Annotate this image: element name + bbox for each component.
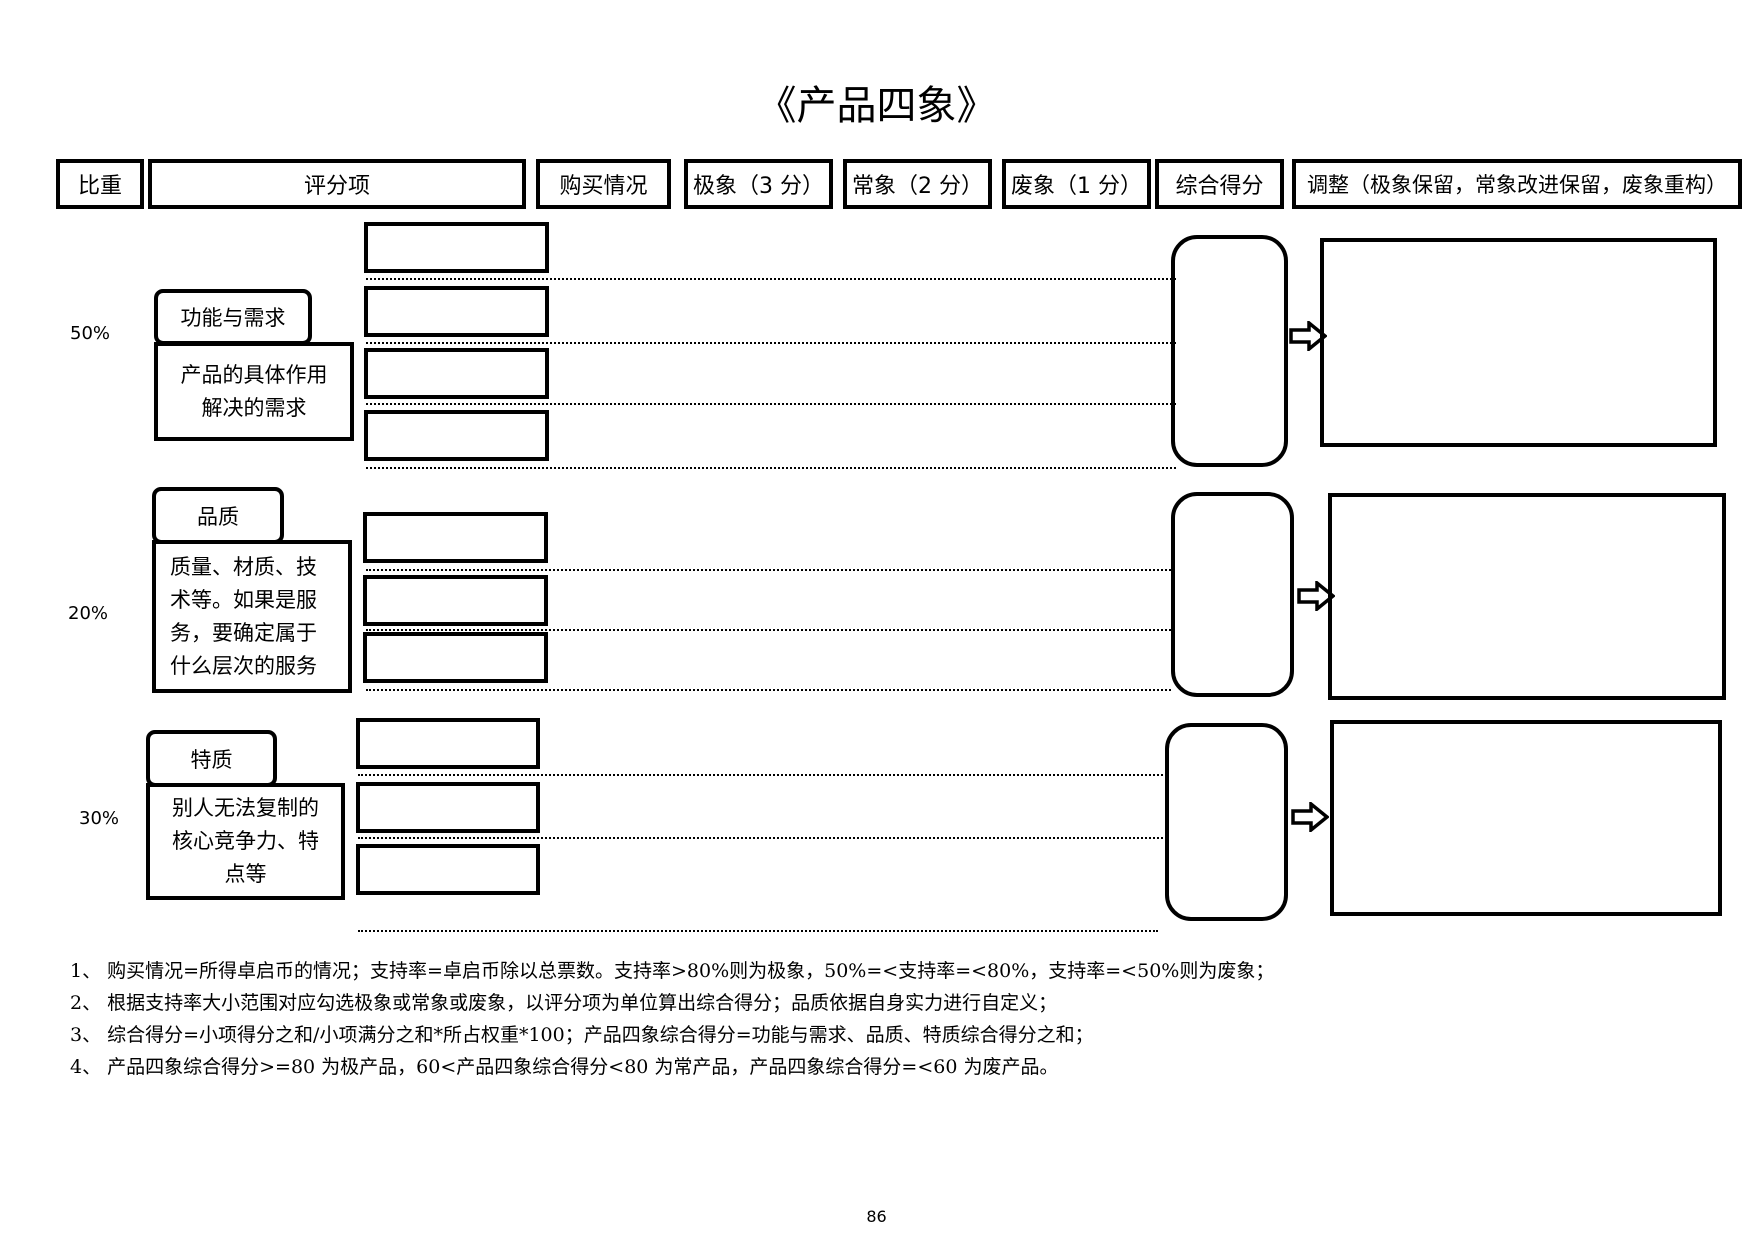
arrow-right-icon	[1289, 321, 1327, 351]
section-description: 别人无法复制的 核心竞争力、特 点等	[146, 783, 345, 900]
section-weight: 20%	[68, 603, 109, 624]
input-box[interactable]	[356, 782, 540, 833]
input-box[interactable]	[364, 286, 549, 337]
input-box[interactable]	[356, 718, 540, 769]
section-tag: 特质	[146, 730, 277, 787]
dotted-divider	[358, 774, 1163, 776]
dotted-divider	[366, 467, 1176, 469]
score-box[interactable]	[1171, 492, 1294, 697]
section-description: 质量、材质、技 术等。如果是服 务，要确定属于 什么层次的服务	[152, 540, 352, 693]
header-total: 综合得分	[1155, 159, 1284, 209]
adjust-box[interactable]	[1330, 720, 1722, 916]
score-box[interactable]	[1171, 235, 1288, 467]
arrow-right-icon	[1297, 581, 1335, 611]
adjust-box[interactable]	[1320, 238, 1717, 447]
note-item: 1、 购买情况=所得卓启币的情况；支持率=卓启币除以总票数。支持率>80%则为极…	[70, 960, 1275, 982]
dotted-divider	[358, 837, 1163, 839]
notes: 1、 购买情况=所得卓启币的情况；支持率=卓启币除以总票数。支持率>80%则为极…	[70, 955, 1710, 1083]
input-box[interactable]	[364, 410, 549, 461]
header-chang: 常象（2 分）	[843, 159, 992, 209]
header-fei: 废象（1 分）	[1002, 159, 1151, 209]
input-box[interactable]	[356, 844, 540, 895]
section-tag: 功能与需求	[154, 289, 312, 345]
input-box[interactable]	[364, 348, 549, 399]
header-purchase: 购买情况	[536, 159, 671, 209]
adjust-box[interactable]	[1328, 493, 1726, 700]
header-item: 评分项	[148, 159, 526, 209]
dotted-divider	[358, 930, 1158, 932]
input-box[interactable]	[363, 575, 548, 626]
dotted-divider	[366, 342, 1176, 344]
note-item: 4、 产品四象综合得分>=80 为极产品，60<产品四象综合得分<80 为常产品…	[70, 1056, 1059, 1078]
header-weight: 比重	[56, 159, 144, 209]
input-box[interactable]	[363, 632, 548, 683]
dotted-divider	[366, 403, 1176, 405]
page-title: 《产品四象》	[756, 83, 997, 129]
section-weight: 30%	[79, 808, 120, 829]
input-box[interactable]	[364, 222, 549, 273]
arrow-right-icon	[1291, 802, 1329, 832]
score-box[interactable]	[1165, 723, 1288, 921]
dotted-divider	[366, 689, 1171, 691]
header-ji: 极象（3 分）	[684, 159, 833, 209]
dotted-divider	[366, 278, 1176, 280]
input-box[interactable]	[363, 512, 548, 563]
page-number: 86	[866, 1207, 887, 1226]
dotted-divider	[366, 569, 1171, 571]
note-item: 3、 综合得分=小项得分之和/小项满分之和*所占权重*100；产品四象综合得分=…	[70, 1024, 1094, 1046]
section-tag: 品质	[152, 487, 284, 544]
header-adjust: 调整（极象保留，常象改进保留，废象重构）	[1292, 159, 1742, 209]
section-description: 产品的具体作用 解决的需求	[154, 342, 354, 441]
dotted-divider	[366, 629, 1171, 631]
note-item: 2、 根据支持率大小范围对应勾选极象或常象或废象，以评分项为单位算出综合得分；品…	[70, 992, 1058, 1014]
section-weight: 50%	[70, 323, 111, 344]
